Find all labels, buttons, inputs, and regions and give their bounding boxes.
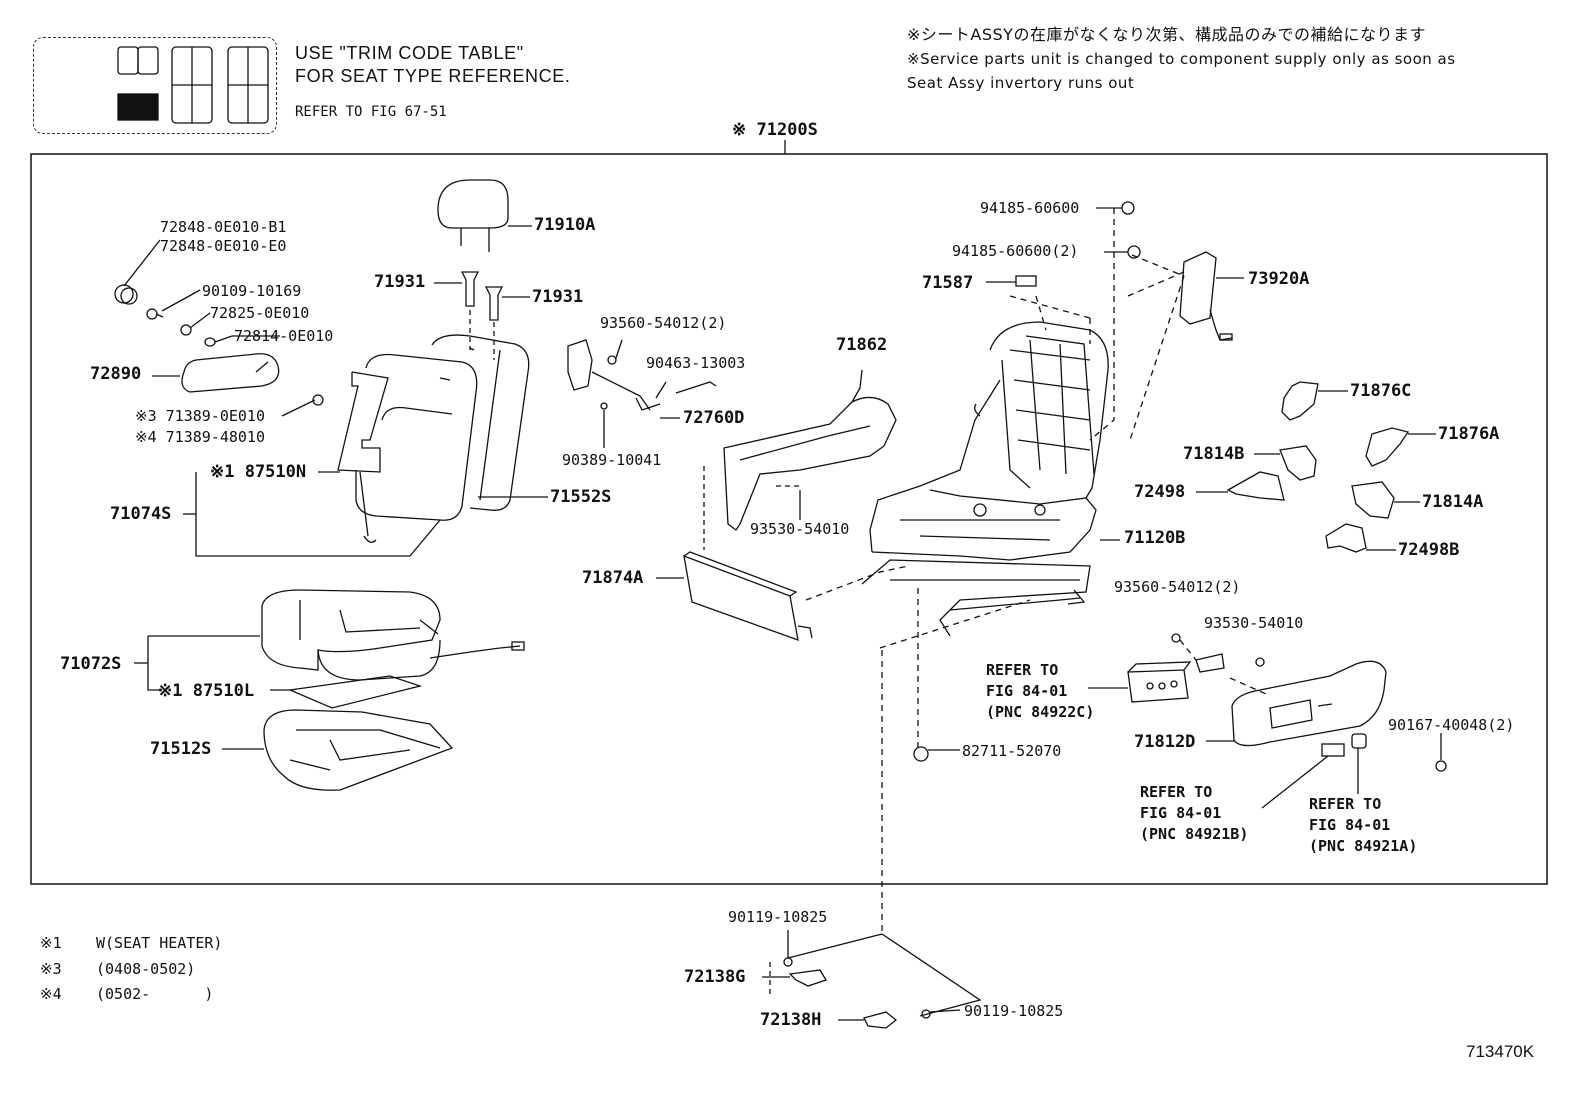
airbag-module-drawing xyxy=(1179,251,1244,341)
part-label-87510l[interactable]: ※1 87510L xyxy=(158,681,255,701)
part-label-82711[interactable]: 82711-52070 xyxy=(962,742,1062,760)
seat-frame-drawing xyxy=(861,321,1109,637)
headrest-drawing xyxy=(437,179,532,252)
refer-label-84922c[interactable]: REFER TO FIG 84-01 (PNC 84922C) xyxy=(986,661,1095,721)
footnote-3-text: (0408-0502) xyxy=(96,960,196,978)
cushion-pad-drawing xyxy=(263,709,454,791)
part-label-94185-double[interactable]: 94185-60600(2) xyxy=(952,242,1079,260)
part-label-72848-e0[interactable]: 72848-0E010-E0 xyxy=(160,237,287,255)
headrest-guides xyxy=(434,271,530,360)
part-label-72138g[interactable]: 72138G xyxy=(684,967,746,987)
heater-pad xyxy=(287,675,423,709)
part-label-93560-right[interactable]: 93560-54012(2) xyxy=(1114,578,1241,596)
armrest-drawing xyxy=(152,353,280,393)
part-label-72760d[interactable]: 72760D xyxy=(683,408,745,428)
part-label-71814b[interactable]: 71814B xyxy=(1183,444,1245,464)
part-label-71876a[interactable]: 71876A xyxy=(1438,424,1500,444)
english-supply-note-2: Seat Assy invertory runs out xyxy=(907,74,1135,92)
part-label-90119-bottom[interactable]: 90119-10825 xyxy=(964,1002,1064,1020)
part-label-94185-single[interactable]: 94185-60600 xyxy=(980,199,1080,217)
part-label-71910a[interactable]: 71910A xyxy=(534,215,596,235)
small-knobs xyxy=(114,239,324,406)
part-label-71587[interactable]: 71587 xyxy=(922,273,974,293)
bottom-parts xyxy=(762,930,982,1029)
part-label-71931-left[interactable]: 71931 xyxy=(374,272,426,292)
lower-cover-drawing xyxy=(683,551,813,641)
seatback-drawing xyxy=(281,334,548,543)
assembly-frame xyxy=(30,153,1548,885)
knob-84921a xyxy=(1351,733,1367,749)
assembly-part-number[interactable]: ※ 71200S xyxy=(732,120,818,140)
part-label-72814[interactable]: 72814-0E010 xyxy=(234,327,334,345)
figure-id: 713470K xyxy=(1466,1042,1535,1061)
part-label-71862[interactable]: 71862 xyxy=(836,335,888,355)
part-label-72825[interactable]: 72825-0E010 xyxy=(210,304,310,322)
part-label-93560-top[interactable]: 93560-54012(2) xyxy=(600,314,727,332)
connector xyxy=(1195,653,1225,673)
footnote-1-mark: ※1 xyxy=(40,934,62,952)
part-label-71814a[interactable]: 71814A xyxy=(1422,492,1484,512)
part-label-93530-left[interactable]: 93530-54010 xyxy=(750,520,850,538)
part-label-71074s[interactable]: 71074S xyxy=(110,504,172,524)
part-label-71512s[interactable]: 71512S xyxy=(150,739,212,759)
part-label-71874a[interactable]: 71874A xyxy=(582,568,644,588)
english-supply-note-1: ※Service parts unit is changed to compon… xyxy=(907,50,1456,68)
part-label-87510n[interactable]: ※1 87510N xyxy=(210,462,307,482)
part-label-73920a[interactable]: 73920A xyxy=(1248,269,1310,289)
trim-code-line-1: USE "TRIM CODE TABLE" xyxy=(295,43,524,63)
part-label-72138h[interactable]: 72138H xyxy=(760,1010,822,1030)
part-label-71389-48010[interactable]: ※4 71389-48010 xyxy=(135,428,265,446)
part-label-71876c[interactable]: 71876C xyxy=(1350,381,1412,401)
part-label-90119-top[interactable]: 90119-10825 xyxy=(728,908,828,926)
recliner-parts xyxy=(567,339,717,448)
part-label-90389[interactable]: 90389-10041 xyxy=(562,451,662,469)
part-label-71812d[interactable]: 71812D xyxy=(1134,732,1196,752)
seat-type-icons xyxy=(117,46,269,124)
part-label-71120b[interactable]: 71120B xyxy=(1124,528,1186,548)
part-label-71931-right[interactable]: 71931 xyxy=(532,287,584,307)
trim-code-line-2: FOR SEAT TYPE REFERENCE. xyxy=(295,66,571,86)
footnote-4-text: (0502- ) xyxy=(96,985,214,1003)
part-label-93530-right[interactable]: 93530-54010 xyxy=(1204,614,1304,632)
part-label-90109[interactable]: 90109-10169 xyxy=(202,282,302,300)
part-label-90463[interactable]: 90463-13003 xyxy=(646,354,746,372)
cushion-cover-drawing xyxy=(261,589,525,681)
part-label-72498b[interactable]: 72498B xyxy=(1398,540,1460,560)
side-cover-drawing xyxy=(1206,660,1387,747)
seat-switch-drawing xyxy=(1088,661,1192,703)
refer-label-84921b[interactable]: REFER TO FIG 84-01 (PNC 84921B) xyxy=(1140,783,1249,843)
right-brackets xyxy=(1196,381,1436,553)
refer-label-84921a[interactable]: REFER TO FIG 84-01 (PNC 84921A) xyxy=(1309,795,1418,855)
part-label-71389-0e010[interactable]: ※3 71389-0E010 xyxy=(135,407,265,425)
part-label-71552s[interactable]: 71552S xyxy=(550,487,612,507)
side-shield-drawing xyxy=(723,369,897,531)
part-label-72848-b1[interactable]: 72848-0E010-B1 xyxy=(160,218,287,236)
refer-fig-link[interactable]: REFER TO FIG 67-51 xyxy=(295,104,447,120)
part-label-71072s[interactable]: 71072S xyxy=(60,654,122,674)
part-label-72890[interactable]: 72890 xyxy=(90,364,142,384)
knob-84921b xyxy=(1321,743,1345,757)
footnote-1-text: W(SEAT HEATER) xyxy=(96,934,223,952)
footnote-4-mark: ※4 xyxy=(40,985,62,1003)
bracket-71072s xyxy=(147,636,162,691)
seat-type-legend-box xyxy=(33,37,277,134)
part-label-72498[interactable]: 72498 xyxy=(1134,482,1186,502)
bracket-71074s xyxy=(195,472,441,557)
dashed-leaders xyxy=(805,208,1267,934)
footnote-3-mark: ※3 xyxy=(40,960,62,978)
part-label-90167[interactable]: 90167-40048(2) xyxy=(1388,716,1515,734)
japanese-supply-note: ※シートASSYの在庫がなくなり次第、構成品のみでの補給になります xyxy=(907,25,1426,44)
